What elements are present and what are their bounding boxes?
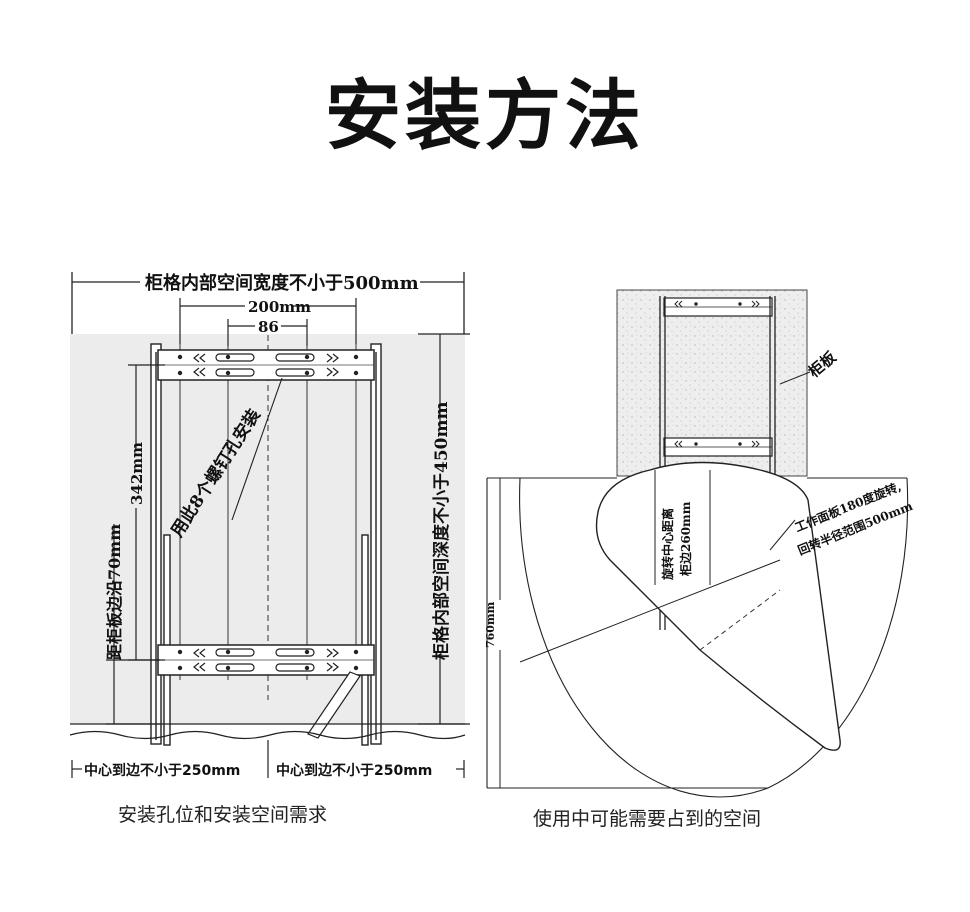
center-right-label: 中心到边不小于250mm bbox=[276, 762, 432, 779]
right-figure-caption: 使用中可能需要占到的空间 bbox=[533, 808, 762, 830]
side-rails bbox=[150, 343, 382, 746]
width-label: 柜格内部空间宽度不小于500mm bbox=[145, 272, 419, 294]
rotation-label-2: 柜边260mm bbox=[678, 501, 693, 577]
swing-arc bbox=[519, 477, 909, 798]
ironing-board bbox=[595, 461, 841, 751]
left-figure: 柜格内部空间宽度不小于500mm 200mm 86 bbox=[69, 272, 470, 779]
depth-label: 柜格内部空间深度不小于450mm bbox=[431, 402, 452, 660]
dimension-342-label: 342mm bbox=[128, 442, 146, 505]
page-title: 安装方法 bbox=[325, 71, 645, 160]
dimension-86-label: 86 bbox=[258, 318, 279, 336]
bottom-bracket bbox=[157, 644, 375, 676]
width-dimension bbox=[71, 272, 465, 334]
right-figure: 柜板 760mm 旋转中心距离 柜边260mm 工作面板180度旋转, 回 bbox=[484, 289, 915, 798]
dimension-200-label: 200mm bbox=[248, 298, 311, 316]
dimension-70-label: 距柜板边沿70mm bbox=[105, 524, 124, 660]
panel-label: 柜板 bbox=[804, 347, 840, 381]
rotation-label-1: 旋转中心距离 bbox=[660, 508, 675, 581]
left-figure-caption: 安装孔位和安装空间需求 bbox=[118, 804, 328, 826]
top-bracket bbox=[157, 349, 375, 381]
dimension-760-label: 760mm bbox=[484, 601, 497, 648]
center-left-label: 中心到边不小于250mm bbox=[84, 762, 240, 779]
